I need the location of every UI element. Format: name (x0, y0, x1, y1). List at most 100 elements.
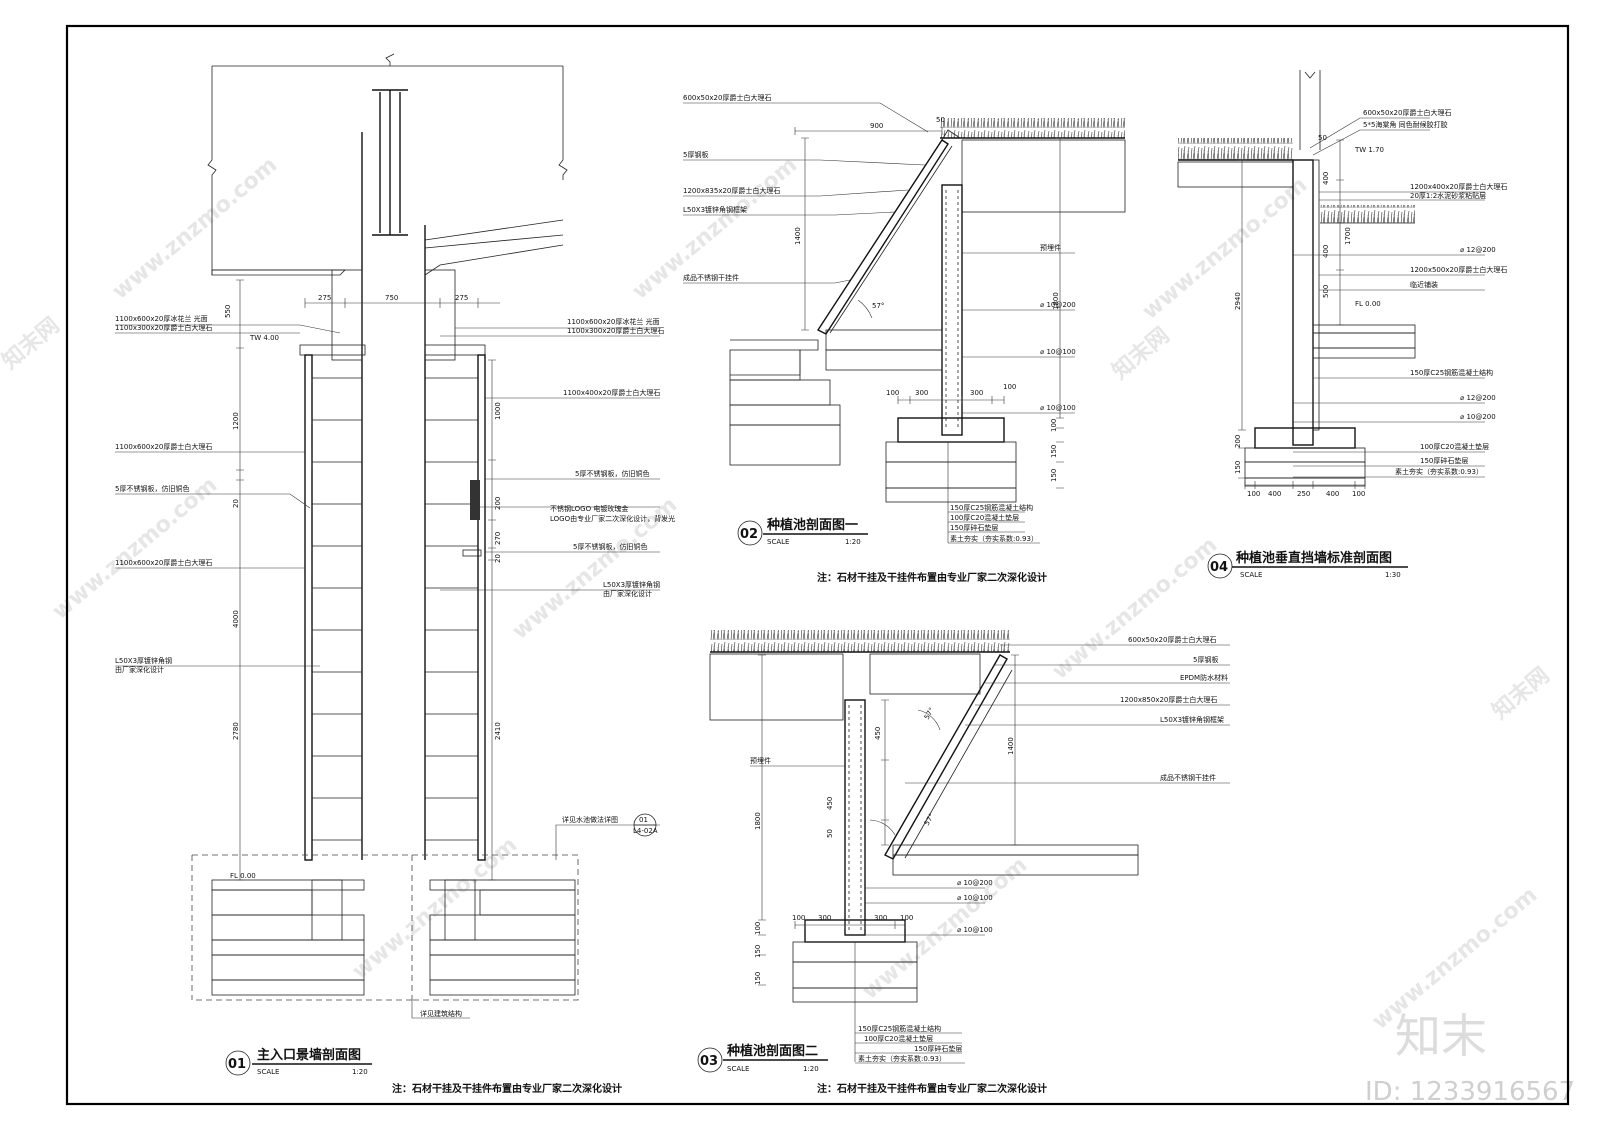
d04-dim-200: 200 (1234, 435, 1242, 448)
d02-rebar-2: ⌀ 10@100 (1040, 348, 1076, 356)
watermark-brand: 知末网 (1487, 662, 1554, 724)
d04-label-5: ⌀ 12@200 (1460, 246, 1496, 254)
dim-150b: 150 (1050, 469, 1058, 482)
dim-2410: 2410 (494, 722, 502, 740)
d04-dim-250: 250 (1297, 490, 1310, 498)
detail-03-number: 03 (700, 1054, 718, 1069)
detail-04-scale-label: SCALE (1240, 571, 1262, 579)
d04-dim-400a: 400 (1322, 172, 1330, 185)
label-right-5: 不锈钢LOGO 电镀玫瑰金 (550, 504, 628, 513)
d03-label-3: EPDM防水材料 (1180, 673, 1228, 682)
d02-layer-2: 100厚C20混凝土垫层 (950, 513, 1019, 522)
d04-level-fl: FL 0.00 (1355, 300, 1381, 308)
d03-angle-2: 57° (923, 812, 936, 827)
d02-label-1: 600x50x20厚爵士白大理石 (683, 93, 771, 102)
d04-level-tw: TW 1.70 (1354, 146, 1384, 154)
detail-03-note: 注：石材干挂及干挂件布置由专业厂家二次深化设计 (817, 1082, 1047, 1095)
d03-dim-50: 50 (826, 829, 834, 838)
dim-20-right: 20 (494, 554, 502, 563)
dim-1400: 1400 (794, 227, 802, 245)
d04-label-6: 1200x500x20厚爵士白大理石 (1410, 265, 1507, 274)
label-right-6: LOGO由专业厂家二次深化设计，背发光 (550, 514, 675, 523)
bottom-note: 详见建筑结构 (420, 1009, 462, 1018)
watermark-layer: www.znzmo.com www.znzmo.com www.znzmo.co… (0, 153, 1575, 1107)
dim-50: 50 (936, 116, 945, 124)
label-right-1: 1100x600x20厚冰花兰 光面 (567, 317, 660, 326)
d04-dim-400b: 400 (1322, 245, 1330, 258)
d02-layer-3: 150厚碎石垫层 (950, 523, 998, 532)
dim-900: 900 (870, 122, 883, 130)
d02-label-5: 成品不锈钢干挂件 (683, 273, 739, 282)
detail-02-note: 注：石材干挂及干挂件布置由专业厂家二次深化设计 (817, 571, 1047, 584)
detail-04-number: 04 (1210, 560, 1228, 575)
dim-270: 270 (494, 532, 502, 545)
dim-100b: 100 (1003, 383, 1016, 391)
dim-100v: 100 (1050, 419, 1058, 432)
watermark-url: www.znzmo.com (108, 153, 282, 305)
label-left-6: L50X3厚镀锌角钢 (115, 656, 172, 665)
d04-dim-50: 50 (1318, 134, 1327, 142)
d02-label-2: 5厚钢板 (683, 150, 708, 159)
detail-01-scale-value: 1:20 (352, 1068, 368, 1076)
d03-rebar-3: ⌀ 10@100 (957, 926, 993, 934)
detail-02-title: 种植池剖面图一 (766, 517, 858, 533)
watermark-url: www.znzmo.com (48, 473, 222, 625)
d02-label-4: L50X3镀锌角钢框架 (683, 205, 747, 214)
detail-02-scale-label: SCALE (767, 538, 789, 546)
d04-dim-150: 150 (1234, 461, 1242, 474)
label-right-3: 1100x400x20厚爵士白大理石 (563, 388, 660, 397)
d02-rebar-3: ⌀ 10@100 (1040, 404, 1076, 412)
dim-550: 550 (224, 305, 232, 318)
d04-dim-400d: 400 (1326, 490, 1339, 498)
d03-embed: 预埋件 (750, 756, 771, 765)
label-right-4: 5厚不锈钢板，仿旧铜色 (575, 469, 649, 478)
d03-dim-450b: 450 (826, 797, 834, 810)
detail-03-scale-value: 1:20 (803, 1065, 819, 1073)
angle-57: 57° (872, 302, 884, 310)
d03-dim-100a: 100 (792, 914, 805, 922)
d04-label-1: 600x50x20厚爵士白大理石 (1363, 108, 1451, 117)
d03-layer-2: 100厚C20混凝土垫层 (864, 1034, 933, 1043)
d04-dim-100b: 100 (1352, 490, 1365, 498)
d03-label-5: L50X3镀锌角钢框架 (1160, 715, 1224, 724)
d04-dim-2940: 2940 (1234, 292, 1242, 310)
d04-label-8: 150厚C25钢筋混凝土结构 (1410, 368, 1493, 377)
label-right-9: 由厂家深化设计 (603, 589, 652, 598)
d03-label-6: 成品不锈钢干挂件 (1160, 773, 1216, 782)
detail-01-note: 注：石材干挂及干挂件布置由专业厂家二次深化设计 (392, 1082, 622, 1095)
d02-layer-1: 150厚C25钢筋混凝土结构 (950, 503, 1033, 512)
watermark-id: ID: 1233916567 (1365, 1077, 1575, 1107)
detail-04-scale-value: 1:30 (1385, 571, 1401, 579)
sheet-border (65, 24, 1570, 1106)
d03-angle-1: 57° (923, 706, 936, 721)
detail-03-title: 种植池剖面图二 (726, 1043, 818, 1059)
dim-20-left: 20 (232, 499, 240, 508)
dim-200: 200 (494, 497, 502, 510)
d03-layer-3: 150厚碎石垫层 (914, 1044, 962, 1053)
detail-02-scale-value: 1:20 (845, 538, 861, 546)
detail-02: 900 50 1400 1800 100 150 150 100 300 300… (683, 93, 1126, 584)
label-right-2: 1100x300x20厚爵士白大理石 (567, 326, 664, 335)
d04-label-2: 5*5海棠角 同色耐候胶打胶 (1363, 120, 1448, 129)
detail-01: 275 750 275 550 1200 20 4000 2780 1000 2… (115, 53, 675, 1095)
label-right-8: L50X3厚镀锌角钢 (603, 580, 660, 589)
d03-dim-450a: 450 (874, 727, 882, 740)
dim-275-left: 275 (318, 294, 331, 302)
d02-layer-4: 素土夯实（夯实系数:0.93） (950, 534, 1038, 543)
dim-2780: 2780 (232, 722, 240, 740)
d04-dim-500: 500 (1322, 285, 1330, 298)
label-right-7: 5厚不锈钢板，仿旧铜色 (573, 542, 647, 551)
detail-01-number: 01 (228, 1057, 246, 1072)
d03-dim-150a: 150 (754, 945, 762, 958)
label-left-7: 由厂家深化设计 (115, 665, 164, 674)
d03-dim-100v: 100 (754, 922, 762, 935)
dim-300b: 300 (970, 389, 983, 397)
detail-04-title: 种植池垂直挡墙标准剖面图 (1235, 550, 1392, 566)
detail-03: 450 450 50 1800 100 150 150 1400 100 300… (697, 630, 1230, 1095)
ref-sheet: L4-02A (633, 827, 658, 835)
dim-300a: 300 (915, 389, 928, 397)
label-left-1: 1100x600x20厚冰花兰 光面 (115, 314, 208, 323)
d03-label-4: 1200x850x20厚爵士白大理石 (1120, 695, 1217, 704)
detail-01-scale-label: SCALE (257, 1068, 279, 1076)
